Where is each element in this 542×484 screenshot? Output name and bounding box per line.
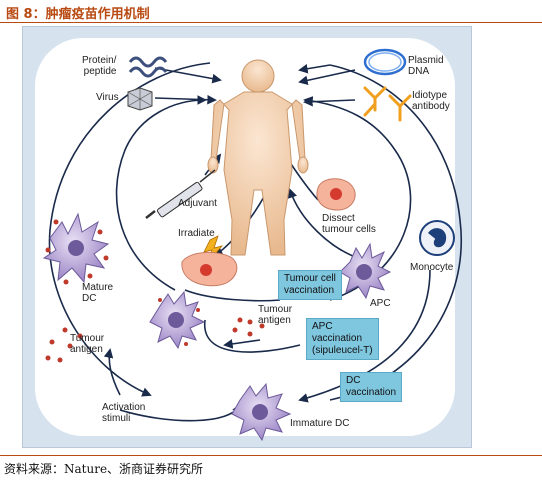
idiotype-antibody-label: Idiotype antibody — [412, 90, 450, 112]
adjuvant-label: Adjuvant — [178, 198, 217, 209]
virus-arrow — [154, 94, 217, 105]
protein-peptide-label: Protein/ peptide — [82, 55, 117, 77]
apc-icon — [339, 242, 392, 300]
monocyte-to-dc-arrow — [298, 269, 431, 403]
tumour-cell-vaccination-box: Tumour cell vaccination — [278, 270, 342, 300]
monocyte-icon — [419, 220, 455, 256]
monocyte-label: Monocyte — [410, 262, 454, 273]
antibody-icon — [363, 86, 412, 122]
virus-label: Virus — [96, 92, 119, 103]
figure-title: 图 8：肿瘤疫苗作用机制 — [6, 7, 150, 22]
virus-icon — [127, 87, 153, 111]
protein-icon — [128, 56, 168, 78]
outer-arrow-right — [329, 64, 462, 401]
activation-stimuli-label: Activation stimuli — [102, 402, 146, 424]
tumour-antigen-left-label: Tumour antigen — [70, 333, 105, 355]
middle-arrow-left — [115, 95, 207, 291]
human-body-icon — [207, 59, 309, 256]
apc-vaccination-box: APC vaccination (sipuleucel-T) — [306, 318, 379, 360]
source-rule — [0, 455, 542, 456]
tumour-antigen-center-label: Tumour antigen — [258, 304, 293, 326]
mature-dc-label: Mature DC — [82, 282, 114, 304]
activation-arrow — [103, 348, 121, 396]
antigen-dots-center — [232, 317, 265, 337]
apc-loop-arrow — [204, 319, 301, 353]
immature-dc-label: Immature DC — [290, 418, 350, 429]
apc-label: APC — [370, 298, 391, 309]
plasmid-icon — [363, 48, 407, 76]
plasmid-arrow — [298, 69, 356, 86]
plasmid-dna-label: Plasmid DNA — [408, 55, 444, 77]
apc-to-body-arrow — [287, 188, 359, 259]
dissect-tumour-cells-label: Dissect tumour cells — [322, 213, 376, 235]
antibody-arrow — [303, 96, 356, 107]
apc-vax-arrow — [223, 339, 261, 349]
antigen-dots-left — [45, 327, 83, 363]
title-rule — [0, 22, 542, 23]
outer-arrow-left — [48, 62, 211, 397]
tumour-cell-icon — [316, 178, 356, 211]
dendritic-cell-icon — [42, 212, 110, 285]
dendritic-cell-icon — [231, 382, 292, 442]
tumour-cell-icon — [181, 252, 238, 287]
figure-source: 资料来源：Nature、浙商证券研究所 — [4, 462, 204, 476]
outer-arrow-top-right — [298, 64, 331, 74]
inner-arrow — [184, 289, 281, 302]
syringe-icon — [145, 169, 216, 219]
irradiate-label: Irradiate — [178, 228, 215, 239]
apc-icon — [149, 290, 206, 350]
dc-vaccination-box: DC vaccination — [340, 372, 403, 402]
